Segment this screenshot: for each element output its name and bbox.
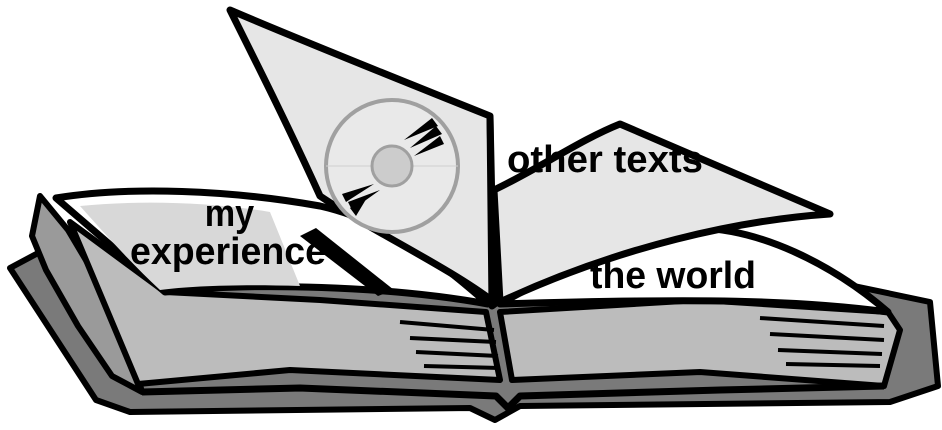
right-page-block <box>500 300 900 386</box>
label-other-texts: other texts <box>507 139 703 181</box>
label-experience: experience <box>130 231 326 273</box>
cd-disc-icon <box>326 100 458 232</box>
label-my: my <box>205 191 254 234</box>
label-the-world: the world <box>590 255 756 297</box>
